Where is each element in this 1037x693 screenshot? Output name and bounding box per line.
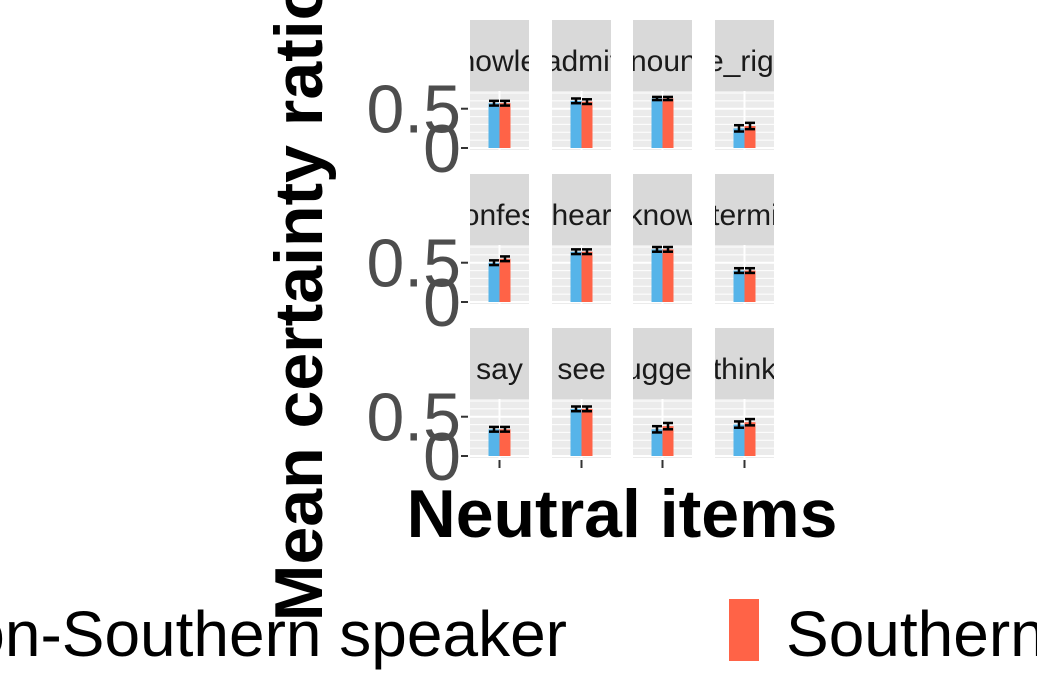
facet-label: admit bbox=[545, 45, 619, 78]
bar bbox=[488, 262, 500, 302]
facet-panel: be_right bbox=[690, 20, 799, 150]
bar bbox=[651, 429, 663, 456]
bar bbox=[744, 126, 756, 148]
facet-panels: acknowledge00.5admitannouncebe_rightconf… bbox=[366, 20, 811, 495]
bar bbox=[488, 103, 500, 148]
facet-label: confess bbox=[448, 199, 551, 232]
facet-strip bbox=[715, 174, 774, 245]
facet-strip bbox=[715, 20, 774, 91]
facet-strip bbox=[633, 174, 692, 245]
facet-strip bbox=[470, 20, 529, 91]
bar bbox=[499, 258, 511, 302]
facet-strip bbox=[633, 20, 692, 91]
y-axis-label: Mean certainty ratio bbox=[261, 0, 337, 621]
facet-panel: see bbox=[552, 328, 611, 468]
bar bbox=[499, 103, 511, 148]
facet-panel: acknowledge 00.5 bbox=[366, 20, 587, 187]
facet-label: see bbox=[557, 353, 605, 386]
bar bbox=[570, 251, 582, 302]
bar bbox=[651, 98, 663, 148]
facet-strip bbox=[633, 328, 692, 399]
bar bbox=[744, 270, 756, 302]
facet-label: hear bbox=[551, 199, 611, 232]
facet-strip bbox=[552, 174, 611, 245]
facet-label: announce bbox=[597, 45, 729, 78]
x-axis-label: Neutral items bbox=[407, 476, 838, 552]
facet-panel: determine bbox=[678, 174, 811, 304]
facet-label: say bbox=[476, 353, 523, 386]
y-tick-label: 0.5 bbox=[366, 226, 461, 302]
bar bbox=[488, 429, 500, 456]
bar bbox=[662, 98, 674, 148]
facet-strip bbox=[470, 328, 529, 399]
facet-label: acknowledge bbox=[412, 45, 587, 78]
bar bbox=[581, 408, 593, 456]
facet-label: know bbox=[627, 199, 697, 232]
facet-panel: confess 00.5 bbox=[366, 174, 551, 341]
bar bbox=[499, 429, 511, 456]
y-tick-label: 0.5 bbox=[366, 72, 461, 148]
facet-panel: admit bbox=[545, 20, 619, 150]
bar bbox=[733, 270, 745, 302]
y-tick-label: 0.5 bbox=[366, 380, 461, 456]
bar bbox=[733, 128, 745, 148]
facet-strip bbox=[552, 328, 611, 399]
legend-swatch bbox=[729, 599, 759, 661]
bar bbox=[651, 249, 663, 302]
facet-strip bbox=[552, 20, 611, 91]
facet-label: suggest bbox=[610, 353, 716, 386]
bar bbox=[662, 426, 674, 456]
facet-strip bbox=[715, 328, 774, 399]
bar bbox=[570, 100, 582, 148]
facet-panel: know bbox=[627, 174, 697, 304]
y-tick-label: 0 bbox=[423, 419, 461, 495]
bar bbox=[662, 249, 674, 302]
facet-panel: hear bbox=[551, 174, 611, 304]
facet-panel: announce bbox=[597, 20, 729, 150]
bar bbox=[744, 422, 756, 456]
facet-panel: think bbox=[713, 328, 777, 468]
legend-label: Southern speaker bbox=[786, 598, 1037, 670]
y-tick-label: 0 bbox=[423, 265, 461, 341]
facet-label: be_right bbox=[690, 45, 799, 78]
facet-strip bbox=[470, 174, 529, 245]
y-tick-label: 0 bbox=[423, 111, 461, 187]
facet-label: think bbox=[713, 353, 777, 386]
facet-panel: suggest bbox=[610, 328, 716, 468]
legend-label: Non-Southern speaker bbox=[0, 598, 567, 670]
facet-label: determine bbox=[678, 199, 811, 232]
bar bbox=[581, 251, 593, 302]
bar bbox=[570, 408, 582, 456]
bar bbox=[581, 101, 593, 148]
legend: Non-Southern speaker Southern speaker bbox=[0, 598, 1037, 670]
bar bbox=[733, 424, 745, 456]
facet-panel: say 00.5 bbox=[366, 328, 529, 495]
